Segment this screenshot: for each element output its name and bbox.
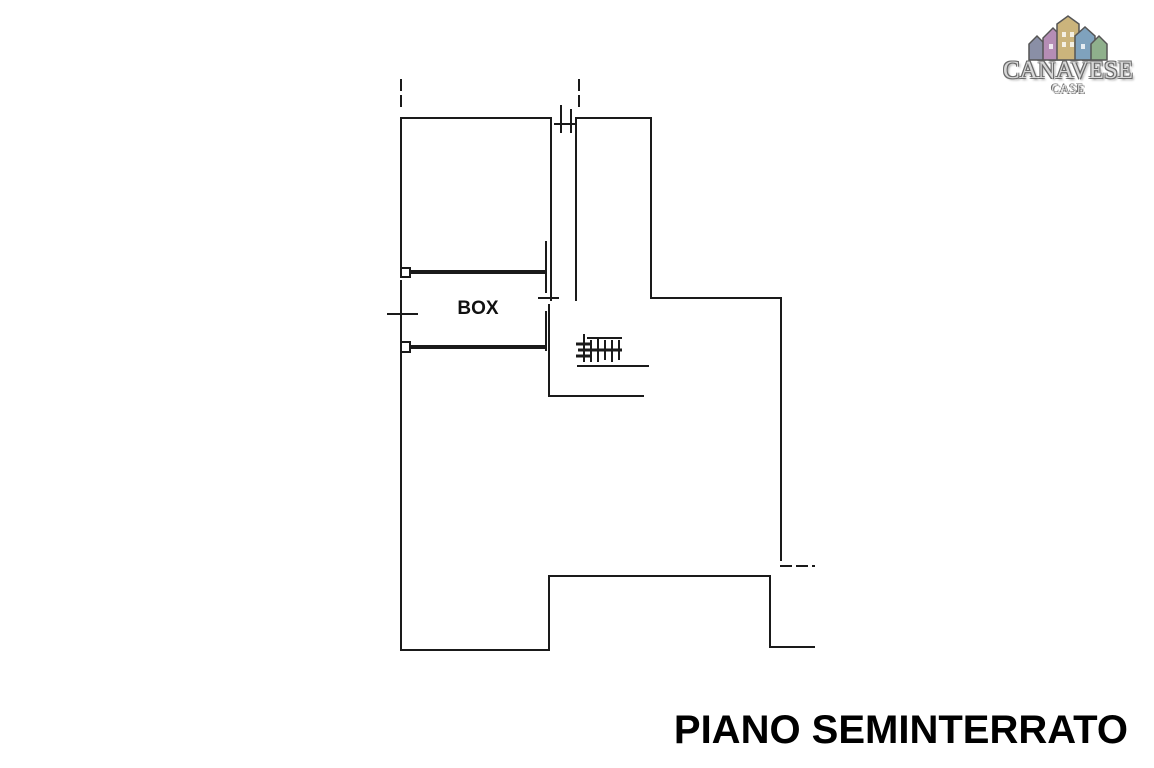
outer-wall-top-right <box>575 117 782 561</box>
partition-anchor-lower <box>400 341 411 353</box>
box-right-wall <box>548 304 644 397</box>
canavese-case-logo: CANAVESE CASE <box>993 14 1143 100</box>
outer-wall-top <box>400 117 552 301</box>
houses-icon <box>1028 15 1108 61</box>
vent-mark <box>554 105 575 133</box>
logo-sub: CASE <box>1051 81 1085 96</box>
outer-wall-bottom <box>400 575 815 651</box>
room-label-box: BOX <box>457 298 499 319</box>
stair-arrow <box>576 342 590 358</box>
floor-title: PIANO SEMINTERRATO <box>673 708 1128 752</box>
logo-name: CANAVESE <box>1002 57 1134 84</box>
partition-anchor-upper <box>400 267 411 278</box>
